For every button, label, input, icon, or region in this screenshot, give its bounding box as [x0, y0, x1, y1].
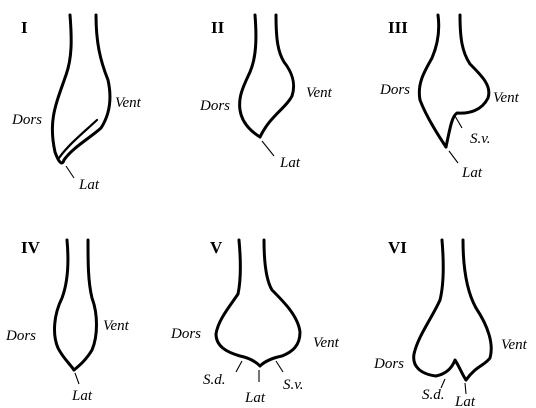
label-dors: Dors	[373, 356, 404, 372]
leader-line	[276, 361, 283, 372]
label-sv: S.v.	[470, 131, 491, 147]
leader-line	[75, 373, 79, 384]
leader-line	[66, 166, 74, 178]
panel-1: I Dors Vent Lat	[11, 15, 142, 193]
panel-4: IV Dors Vent Lat	[5, 238, 130, 404]
label-lat: Lat	[244, 390, 266, 406]
stage-outline	[463, 240, 491, 380]
leader-line	[455, 116, 462, 128]
label-sd: S.d.	[422, 387, 445, 403]
panel-2: II Dors Vent Lat	[199, 15, 333, 171]
stage-outline	[74, 240, 97, 370]
leader-line	[236, 361, 242, 372]
panel-numeral: IV	[21, 238, 41, 257]
label-lat: Lat	[454, 394, 476, 408]
panel-numeral: V	[210, 238, 223, 257]
panel-numeral: II	[211, 18, 225, 37]
label-sv: S.v.	[283, 377, 304, 393]
panel-5: V Dors Vent S.d. S.v. Lat	[170, 238, 340, 406]
stage-outline	[260, 240, 300, 366]
label-dors: Dors	[170, 326, 201, 342]
label-vent: Vent	[115, 95, 142, 111]
label-vent: Vent	[306, 85, 333, 101]
stage-outline	[260, 15, 294, 137]
stage-outline	[52, 15, 71, 163]
label-dors: Dors	[5, 328, 36, 344]
label-lat: Lat	[71, 388, 93, 404]
label-vent: Vent	[103, 318, 130, 334]
label-vent: Vent	[493, 90, 520, 106]
panel-numeral: VI	[388, 238, 407, 257]
label-vent: Vent	[313, 335, 340, 351]
label-lat: Lat	[279, 155, 301, 171]
panel-3: III Dors Vent S.v. Lat	[379, 15, 520, 181]
panel-numeral: III	[388, 18, 408, 37]
label-sd: S.d.	[203, 372, 226, 388]
stage-outline	[59, 120, 97, 158]
label-lat: Lat	[461, 165, 483, 181]
stage-outline	[216, 240, 260, 366]
panel-6: VI Dors Vent S.d. Lat	[373, 238, 528, 408]
stage-outline	[414, 240, 466, 380]
stage-outline	[55, 240, 74, 370]
leader-line	[465, 383, 466, 394]
label-dors: Dors	[199, 98, 230, 114]
label-dors: Dors	[379, 82, 410, 98]
label-dors: Dors	[11, 112, 42, 128]
label-vent: Vent	[501, 337, 528, 353]
label-lat: Lat	[78, 177, 100, 193]
panel-numeral: I	[21, 18, 28, 37]
leader-line	[449, 151, 458, 163]
stage-outline	[446, 15, 489, 147]
stage-outline	[419, 15, 446, 147]
leader-line	[262, 141, 274, 156]
stage-outline	[240, 15, 260, 137]
